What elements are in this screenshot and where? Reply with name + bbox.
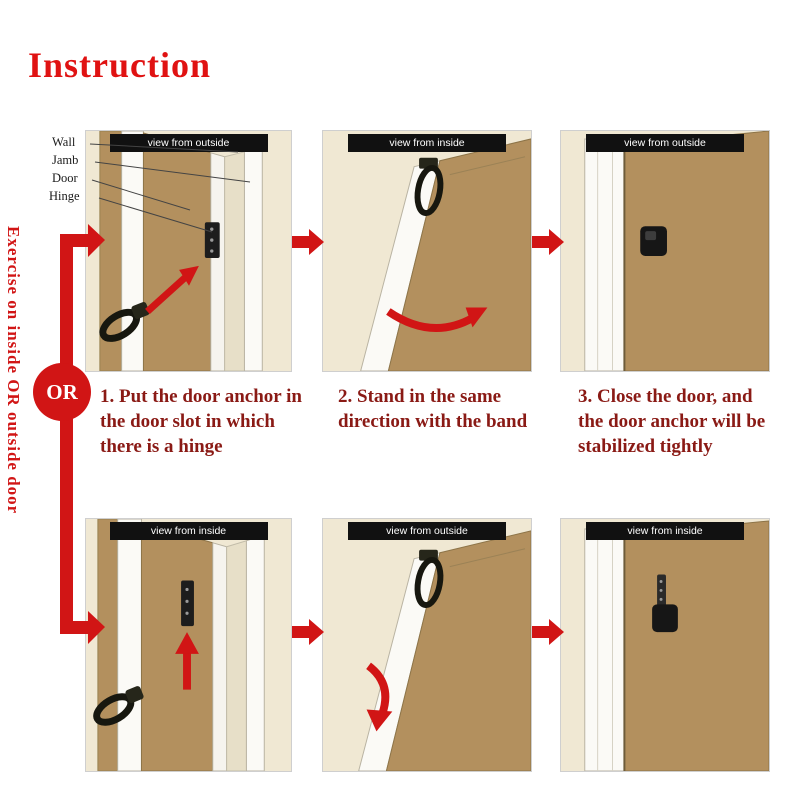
next-step-arrow-icon [532, 619, 564, 645]
page-title: Instruction [28, 45, 212, 85]
door-anchor-icon [99, 301, 150, 342]
door-panel [140, 522, 214, 771]
step-3-instruction: 3. Close the door, and the door anchor w… [578, 386, 766, 458]
panel-step1-bottom: view from inside [85, 518, 292, 772]
panel-step2-top: view from inside [322, 130, 532, 372]
hinge-icon [181, 580, 194, 627]
frame-strip [584, 138, 625, 371]
door-anchor-icon [414, 549, 444, 609]
panel-step2-bottom: view from outside [322, 518, 532, 772]
door-illustration-outside-band [323, 519, 531, 771]
door-illustration-outside-closed [561, 131, 769, 371]
door-anchor-icon [414, 157, 444, 217]
or-badge: OR [33, 363, 91, 421]
hinge-icon [204, 222, 220, 258]
side-vertical-label: Exercise on inside OR outside door [4, 226, 23, 515]
swing-arrow-icon [386, 307, 488, 332]
door-anchor-icon [640, 226, 667, 256]
or-flow-arrow-icon [60, 224, 105, 644]
jamb-strip [117, 519, 142, 771]
frame-strip [584, 528, 625, 771]
step-2-instruction: 2. Stand in the same direction with the … [338, 386, 528, 433]
next-step-arrow-icon [292, 619, 324, 645]
insert-arrow-icon [145, 265, 199, 315]
door-panel [142, 132, 212, 371]
callout-label-hinge: Hinge [49, 189, 80, 203]
door-illustration-inside-closed [561, 519, 769, 771]
callout-label-jamb: Jamb [52, 153, 79, 167]
door-panel [623, 520, 769, 771]
door-edge [212, 542, 228, 771]
panel-header: view from outside [109, 134, 268, 152]
door-edge [210, 152, 226, 371]
door-anchor-icon [93, 686, 144, 726]
panel-header: view from inside [348, 134, 506, 152]
step-1-instruction: 1. Put the door anchor in the door slot … [100, 386, 302, 458]
callout-label-door: Door [52, 171, 78, 185]
next-step-arrow-icon [532, 229, 564, 255]
door-anchor-icon [652, 574, 678, 633]
panel-step3-top: view from outside [560, 130, 770, 372]
panel-header: view from inside [586, 522, 744, 540]
panel-step1-top: view from outside [85, 130, 292, 372]
panel-header: view from outside [348, 522, 506, 540]
insert-arrow-icon [175, 632, 199, 690]
next-step-arrow-icon [292, 229, 324, 255]
door-illustration-inside-band [323, 131, 531, 371]
door-illustration-inside-open [86, 519, 291, 771]
panel-header: view from outside [586, 134, 744, 152]
panel-step3-bottom: view from inside [560, 518, 770, 772]
panel-header: view from inside [109, 522, 268, 540]
door-illustration-outside-open [86, 131, 291, 371]
swing-arrow-icon [366, 662, 393, 732]
callout-label-wall: Wall [52, 135, 76, 149]
